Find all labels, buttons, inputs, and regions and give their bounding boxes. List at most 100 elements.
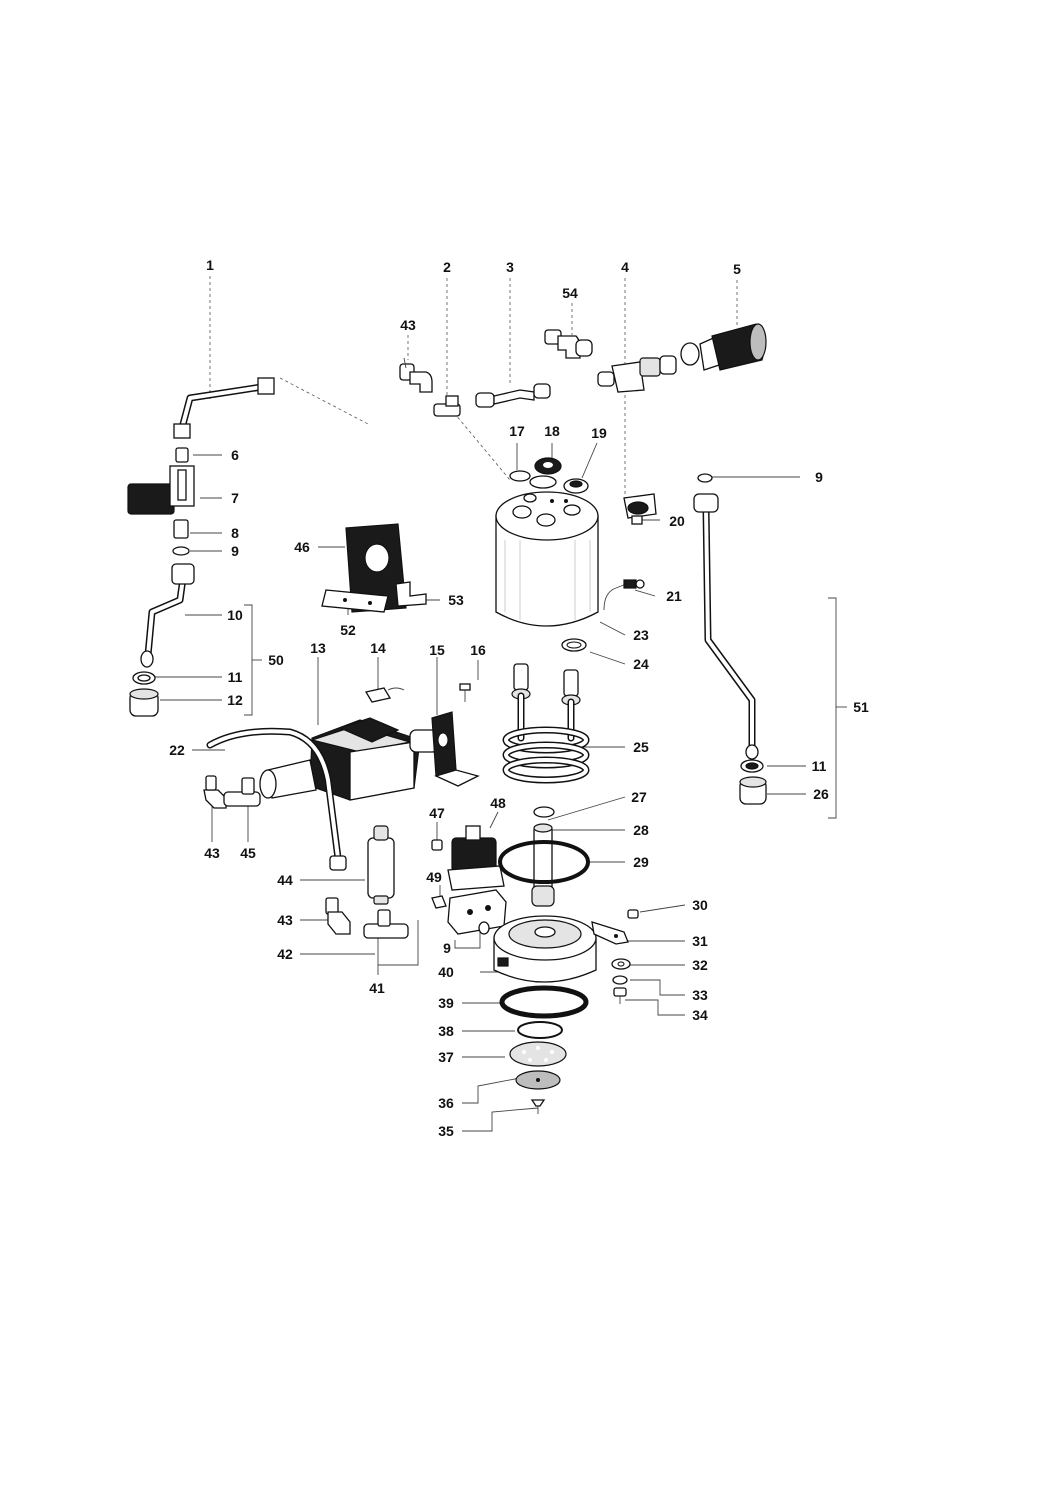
part-46-gasket <box>345 523 407 613</box>
part-18-nut <box>529 457 562 489</box>
label-19: 19 <box>591 425 607 441</box>
label-32: 32 <box>692 957 708 973</box>
label-6: 6 <box>231 447 239 463</box>
part-9-oring-left <box>172 546 190 556</box>
part-40-group-head <box>493 915 597 983</box>
part-52-plate <box>321 589 389 613</box>
part-29-gasket <box>498 840 590 884</box>
part-8-fitting <box>173 519 189 539</box>
label-24: 24 <box>633 656 649 672</box>
part-38-oring <box>517 1021 563 1039</box>
label-3: 3 <box>506 259 514 275</box>
label-15: 15 <box>429 642 445 658</box>
part-39-gasket <box>499 985 589 1019</box>
part-28-spindle <box>531 823 555 907</box>
label-43-top: 43 <box>400 317 416 333</box>
label-9-right: 9 <box>815 469 823 485</box>
label-2: 2 <box>443 259 451 275</box>
label-43-left: 43 <box>204 845 220 861</box>
part-54-fitting <box>544 329 593 359</box>
label-14: 14 <box>370 640 386 656</box>
label-33: 33 <box>692 987 708 1003</box>
part-48-solenoid-valve <box>447 825 505 891</box>
part-53-bracket <box>395 581 427 607</box>
label-16: 16 <box>470 642 486 658</box>
part-2-tee <box>433 395 461 417</box>
label-38: 38 <box>438 1023 454 1039</box>
part-51-pipe <box>693 493 759 760</box>
part-49-screw <box>431 895 447 909</box>
part-24-ring <box>561 638 587 652</box>
part-11-ring-right <box>740 759 764 773</box>
part-35-screw <box>530 1099 546 1114</box>
label-5: 5 <box>733 261 741 277</box>
label-47: 47 <box>429 805 445 821</box>
label-9-lower: 9 <box>443 940 451 956</box>
label-13: 13 <box>310 640 326 656</box>
label-36: 36 <box>438 1095 454 1111</box>
part-15-bracket <box>431 711 480 787</box>
label-21: 21 <box>666 588 682 604</box>
label-34: 34 <box>692 1007 708 1023</box>
label-20: 20 <box>669 513 685 529</box>
part-5-knob <box>699 323 767 371</box>
label-44: 44 <box>277 872 293 888</box>
part-14-connector <box>364 687 405 703</box>
label-54: 54 <box>562 285 578 301</box>
label-29: 29 <box>633 854 649 870</box>
part-32-washer <box>611 958 631 970</box>
part-47-screw <box>431 839 443 851</box>
label-17: 17 <box>509 423 525 439</box>
part-23-boiler <box>495 491 599 627</box>
part-34-screw <box>613 987 627 1004</box>
part-9-oring-lower <box>478 921 490 935</box>
label-49: 49 <box>426 869 442 885</box>
part-43-elbow-left <box>203 775 227 809</box>
label-11-right: 11 <box>812 758 827 774</box>
part-1-pipe <box>173 377 275 439</box>
label-18: 18 <box>544 423 560 439</box>
part-11-ring-left <box>132 671 156 685</box>
label-48: 48 <box>490 795 506 811</box>
part-labels: 1 2 3 4 5 54 43 6 7 8 9 10 11 12 50 46 5… <box>169 257 869 1139</box>
part-25-heater <box>502 663 590 784</box>
part-6-nut <box>175 447 189 463</box>
label-7: 7 <box>231 490 239 506</box>
part-12-nut-left <box>129 688 159 717</box>
label-40: 40 <box>438 964 454 980</box>
part-37-shower-plate <box>509 1041 567 1067</box>
label-23: 23 <box>633 627 649 643</box>
part-3-pipe <box>475 383 551 408</box>
label-9-left: 9 <box>231 543 239 559</box>
part-16-screw <box>459 683 471 702</box>
label-30: 30 <box>692 897 708 913</box>
part-41-block <box>447 889 507 935</box>
part-45-tee <box>223 777 261 807</box>
part-13-pump <box>259 717 439 801</box>
label-41: 41 <box>369 980 385 996</box>
part-17-plug <box>509 470 531 482</box>
label-31: 31 <box>692 933 708 949</box>
label-12: 12 <box>227 692 243 708</box>
part-27-oring <box>533 806 555 818</box>
part-31-bracket <box>591 921 629 945</box>
label-53: 53 <box>448 592 464 608</box>
label-1: 1 <box>206 257 214 273</box>
part-33-washer <box>612 975 628 985</box>
label-52: 52 <box>340 622 356 638</box>
part-19-fitting <box>563 478 589 494</box>
part-36-screen <box>515 1070 561 1090</box>
part-9-oring-right <box>697 473 713 483</box>
label-46: 46 <box>294 539 310 555</box>
label-42: 42 <box>277 946 293 962</box>
part-43-elbow-top <box>399 357 433 393</box>
label-11-left: 11 <box>228 669 243 685</box>
part-30-screw <box>627 909 639 919</box>
part-26-nut-right <box>739 776 767 805</box>
label-43-lower: 43 <box>277 912 293 928</box>
part-43-elbow-lower <box>325 897 351 935</box>
part-22-tube <box>206 727 347 871</box>
part-44-filter <box>367 825 395 905</box>
part-21-sensor <box>603 579 645 611</box>
